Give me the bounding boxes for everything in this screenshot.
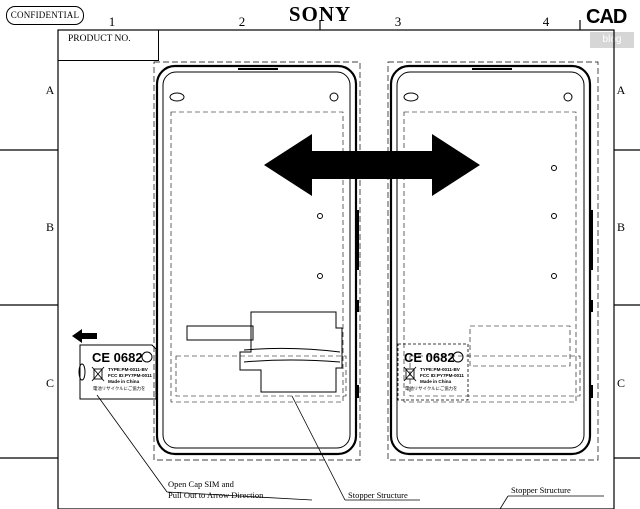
left-ce-mark: CE 0682: [92, 350, 143, 365]
right-phone-drawing: [389, 64, 593, 456]
column-number-4: 4: [542, 14, 550, 29]
left-bin-icon: [91, 366, 105, 382]
right-recycle-text: 電池リサイクルにご協力を: [405, 385, 457, 392]
note-stopper-structure-1: Stopper Structure: [348, 490, 408, 500]
note-open-cap-line2: Pull Out to Arrow Direction: [168, 490, 264, 500]
left-made-text: Made in China: [108, 379, 140, 384]
confidential-badge: CONFIDENTIAL: [6, 6, 84, 25]
row-letter-b-left: B: [45, 220, 54, 234]
product-number-label: PRODUCT NO.: [68, 34, 131, 44]
right-type-text: TYPE:PM-0011-BV: [420, 367, 461, 372]
row-letter-a-left: A: [45, 83, 55, 97]
row-letter-c-right: C: [616, 376, 625, 390]
right-bin-icon: [403, 366, 417, 382]
left-alert-icon: [141, 351, 153, 363]
right-ce-mark: CE 0682: [404, 350, 455, 365]
row-letter-a-right: A: [616, 83, 626, 97]
right-fcc-text: FCC ID:PY7PM-0011: [420, 373, 464, 378]
right-alert-icon: [452, 351, 464, 363]
column-number-1: 1: [108, 14, 116, 29]
double-arrow-icon: [264, 134, 480, 196]
note-stopper-structure-2: Stopper Structure: [511, 485, 571, 495]
left-phone-drawing: [155, 64, 359, 456]
right-made-text: Made in China: [420, 379, 452, 384]
left-fcc-text: FCC ID:PY7PM-0011: [108, 373, 152, 378]
note-open-cap-line1: Open Cap SIM and: [168, 479, 234, 489]
watermark-logo: CAD: [586, 6, 627, 28]
left-type-text: TYPE:PM-0011-BV: [108, 367, 149, 372]
row-letter-b-right: B: [616, 220, 625, 234]
column-number-3: 3: [394, 14, 402, 29]
column-number-2: 2: [238, 14, 246, 29]
left-recycle-text: 電池リサイクルにご協力を: [93, 385, 145, 392]
right-label-plate: [397, 343, 469, 401]
watermark-badge: blog: [590, 32, 634, 48]
leader-lines: [96, 394, 604, 509]
pull-arrow-icon: [72, 329, 97, 343]
sheet-frame: [0, 20, 640, 509]
row-letter-c-left: C: [45, 376, 54, 390]
left-label-plate: [78, 344, 157, 400]
product-number-box: [58, 30, 159, 61]
